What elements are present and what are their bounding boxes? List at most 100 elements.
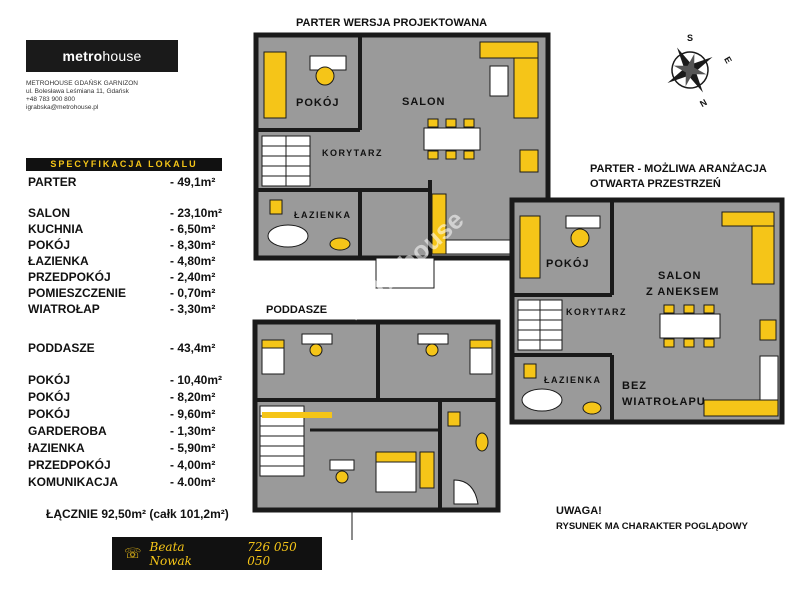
pillow <box>261 339 285 349</box>
spec-value: - 4,80m² <box>170 254 216 268</box>
spec-label: ŁAZIENKA <box>28 254 89 268</box>
plan-parter-projected <box>253 32 551 261</box>
toilet <box>447 411 461 427</box>
spec-row: ŁAZIENKA - 4,80m² <box>28 254 238 270</box>
spec-label: KUCHNIA <box>28 222 84 236</box>
spec-value: - 3,30m² <box>170 302 216 316</box>
sofa <box>263 51 287 119</box>
logo-light-text: house <box>102 48 142 64</box>
plan-parter-open <box>509 197 785 425</box>
room-label-pokoj: POKÓJ <box>296 97 340 109</box>
compass-letter-s: S <box>687 33 694 43</box>
spec-label: POKÓJ <box>28 390 71 404</box>
desk <box>417 333 449 345</box>
spec-value: - 4.00m² <box>170 475 216 489</box>
plan-title-parter-projected: PARTER WERSJA PROJEKTOWANA <box>296 17 488 29</box>
bathtub <box>453 479 479 505</box>
spec-value: - 0,70m² <box>170 286 216 300</box>
wardrobe <box>419 451 435 489</box>
bathtub <box>521 388 563 412</box>
plan-title-parter-open-line1: PARTER - MOŻLIWA ARANŻACJA <box>590 163 767 175</box>
spec-label: KOMUNIKACJA <box>28 475 118 489</box>
room-label-bez: BEZ <box>622 380 647 392</box>
sink <box>329 237 351 251</box>
fridge <box>759 355 779 401</box>
spec-row: POKÓJ - 9,60m² <box>28 407 238 423</box>
stairs-treads <box>518 300 562 350</box>
coffee-table <box>489 65 509 97</box>
spec-value: - 4,00m² <box>170 458 216 472</box>
spec-value: - 49,1m² <box>170 175 216 189</box>
sofa <box>519 215 541 279</box>
sink <box>475 432 489 452</box>
desk <box>301 333 333 345</box>
spec-row: PRZEDPOKÓJ - 2,40m² <box>28 270 238 286</box>
spec-label: POKÓJ <box>28 407 71 421</box>
spec-value: - 1,30m² <box>170 424 216 438</box>
plan-title-poddasze: PODDASZE <box>266 304 328 316</box>
spec-row: POKÓJ - 10,40m² <box>28 373 238 389</box>
spec-label: łAZIENKA <box>28 441 85 455</box>
toilet <box>523 363 537 379</box>
spec-value: - 43,4m² <box>170 341 216 355</box>
spec-value: - 6,50m² <box>170 222 216 236</box>
plan-poddasze <box>252 319 501 513</box>
kitchen-counter <box>703 399 779 417</box>
note-title: UWAGA! <box>556 505 602 517</box>
spec-row-poddasze: PODDASZE - 43,4m² <box>28 341 238 357</box>
chair <box>335 470 349 484</box>
spec-row: łAZIENKA - 5,90m² <box>28 441 238 457</box>
spec-label: POKÓJ <box>28 373 71 387</box>
logo-bold-text: metro <box>62 48 103 64</box>
spec-label: POKÓJ <box>28 238 71 252</box>
room-label-aneks: Z ANEKSEM <box>646 286 720 298</box>
contact-box: ☏ Beata Nowak 726 050 050 <box>112 537 322 570</box>
spec-row-parter: PARTER - 49,1m² <box>28 175 238 191</box>
spec-label: PODDASZE <box>28 341 95 355</box>
sofa <box>751 225 775 285</box>
plant <box>519 149 539 173</box>
sofa <box>479 41 539 59</box>
plant <box>759 319 777 341</box>
plan-title-parter-open-line2: OTWARTA PRZESTRZEŃ <box>590 178 721 190</box>
spec-value: - 8,30m² <box>170 238 216 252</box>
spec-row: POKÓJ - 8,20m² <box>28 390 238 406</box>
dining-table <box>659 313 721 339</box>
spec-row: SALON - 23,10m² <box>28 206 238 222</box>
spec-label: PRZEDPOKÓJ <box>28 458 111 472</box>
chair <box>570 228 590 248</box>
spec-value: - 2,40m² <box>170 270 216 284</box>
note-text: RYSUNEK MA CHARAKTER POGLĄDOWY <box>556 521 748 532</box>
spec-label: POMIESZCZENIE <box>28 286 127 300</box>
agency-email: igrabska@metrohouse.pl <box>26 104 99 111</box>
entrance <box>375 257 435 289</box>
chair <box>315 66 335 86</box>
spec-value: - 10,40m² <box>170 373 223 387</box>
spec-row: POKÓJ - 8,30m² <box>28 238 238 254</box>
dining-table <box>423 127 481 151</box>
spec-row: WIATROŁAP - 3,30m² <box>28 302 238 318</box>
agency-name: METROHOUSE GDAŃSK GARNIZON <box>26 80 138 87</box>
room-label-korytarz: KORYTARZ <box>566 307 627 317</box>
contact-phone: 726 050 050 <box>247 539 297 568</box>
spec-label: PRZEDPOKÓJ <box>28 270 111 284</box>
toilet <box>269 199 283 215</box>
agency-phone: +48 783 900 800 <box>26 96 75 103</box>
spec-label: WIATROŁAP <box>28 302 100 316</box>
sofa <box>513 57 539 119</box>
spec-row: KOMUNIKACJA - 4.00m² <box>28 475 238 491</box>
agency-address: ul. Bolesława Leśmiana 11, Gdańsk <box>26 88 129 95</box>
spec-value: - 9,60m² <box>170 407 216 421</box>
outer-wall <box>509 197 785 425</box>
railing <box>262 412 332 418</box>
spec-title: SPECYFIKACJA LOKALU <box>26 158 222 171</box>
spec-row: PRZEDPOKÓJ - 4,00m² <box>28 458 238 474</box>
room-label-salon: SALON <box>402 96 446 108</box>
telephone-icon: ☏ <box>124 545 142 562</box>
spec-row: POMIESZCZENIE - 0,70m² <box>28 286 238 302</box>
spec-row: GARDEROBA - 1,30m² <box>28 424 238 440</box>
spec-value: - 8,20m² <box>170 390 216 404</box>
room-label-lazienka: ŁAZIENKA <box>544 375 602 385</box>
room-label-wiatrolapu: WIATROŁAPU <box>622 396 706 408</box>
